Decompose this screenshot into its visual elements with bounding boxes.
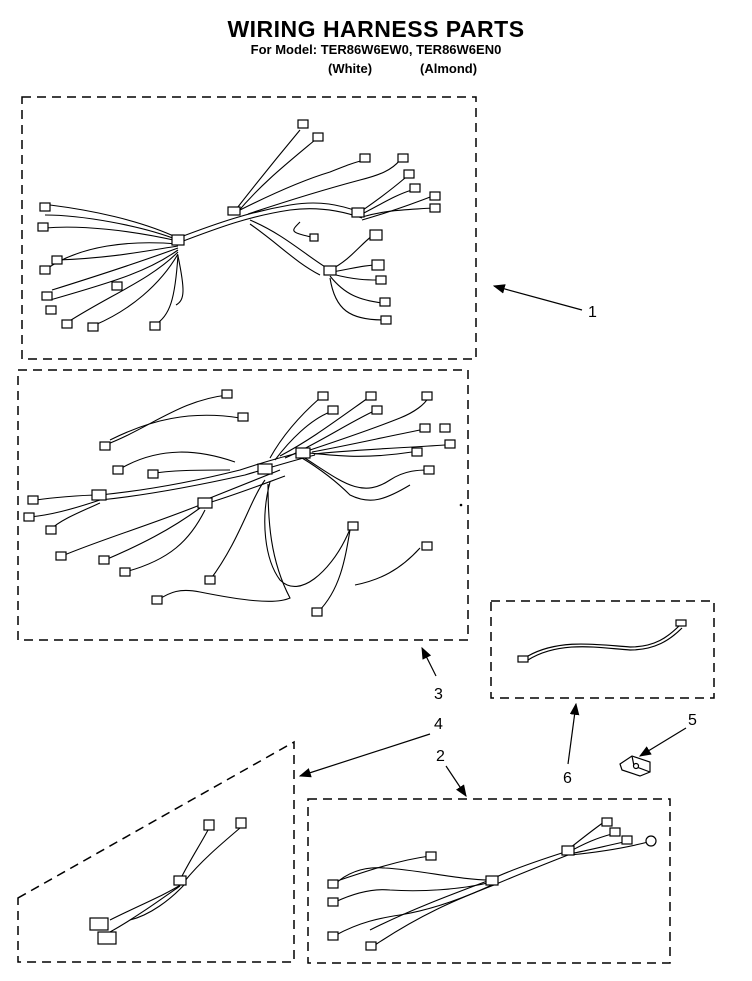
callout-5: 5 [688,712,697,729]
stray-mark [459,503,463,507]
group-box-part-2 [307,798,671,964]
harness-2-connectors [327,817,657,951]
group-box-part-4 [17,740,295,963]
model-numbers: For Model: TER86W6EW0, TER86W6EN0 [250,42,502,57]
jumper-wire-part-6 [517,619,687,663]
wiring-harness-part-3 [29,394,446,613]
group-box-part-3 [17,369,469,641]
callout-3: 3 [434,686,443,703]
harness-4-connectors [89,817,247,945]
variant-almond-label: (Almond) [420,61,478,76]
variant-white-label: (White) [328,61,373,76]
callout-2: 2 [436,748,445,765]
wire-clip-part-5 [619,755,651,777]
leader-arrow-6 [567,702,580,765]
leader-arrow-5 [638,727,687,757]
wiring-harness-part-2 [334,821,649,946]
leader-arrow-4 [298,733,431,778]
leader-arrow-3 [421,646,437,677]
harness-1-connectors [37,119,441,332]
leader-arrow-1 [492,284,583,311]
group-box-part-6 [490,600,715,699]
leader-arrow-2 [445,765,467,797]
callout-6: 6 [563,770,572,787]
group-box-part-1 [21,96,477,360]
wiring-harness-part-1 [44,129,439,326]
wiring-harness-part-4 [109,827,241,933]
callout-4: 4 [434,716,443,733]
diagram-title: WIRING HARNESS PARTS [227,16,525,42]
callout-1: 1 [588,304,597,321]
harness-3-connectors [23,389,456,617]
